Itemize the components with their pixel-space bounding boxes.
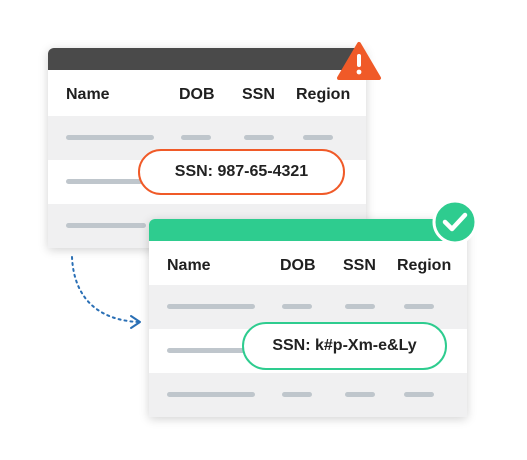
header-ssn: SSN — [242, 86, 275, 103]
check-icon — [432, 199, 478, 245]
warning-icon — [337, 42, 381, 80]
original-table-card: Name DOB SSN Region — [48, 48, 366, 248]
original-ssn-pill: SSN: 987-65-4321 — [138, 149, 345, 195]
header-name: Name — [167, 257, 211, 274]
header-dob: DOB — [179, 86, 215, 103]
header-region: Region — [296, 86, 351, 103]
masked-ssn-value: SSN: k#p-Xm-e&Ly — [272, 337, 417, 354]
placeholder-bar — [404, 392, 434, 397]
placeholder-bar — [66, 135, 154, 140]
placeholder-bar — [167, 348, 247, 353]
placeholder-bar — [404, 304, 434, 309]
header-region: Region — [397, 257, 452, 274]
placeholder-bar — [66, 223, 146, 228]
original-card-header-bar — [48, 48, 366, 70]
masked-ssn-pill: SSN: k#p-Xm-e&Ly — [242, 322, 447, 370]
table-row — [48, 160, 366, 204]
placeholder-bar — [167, 304, 255, 309]
header-ssn: SSN — [343, 257, 376, 274]
placeholder-bar — [345, 392, 375, 397]
placeholder-bar — [181, 135, 211, 140]
placeholder-bar — [244, 135, 274, 140]
table-row — [149, 329, 467, 373]
header-dob: DOB — [280, 257, 316, 274]
masked-table-card: Name DOB SSN Region — [149, 219, 467, 417]
placeholder-bar — [167, 392, 255, 397]
table-row — [149, 373, 467, 417]
placeholder-bar — [282, 392, 312, 397]
table-row — [149, 285, 467, 329]
header-name: Name — [66, 86, 110, 103]
placeholder-bar — [345, 304, 375, 309]
original-ssn-value: SSN: 987-65-4321 — [174, 163, 309, 180]
masked-card-header-bar — [149, 219, 467, 241]
placeholder-bar — [303, 135, 333, 140]
placeholder-bar — [66, 179, 146, 184]
placeholder-bar — [282, 304, 312, 309]
